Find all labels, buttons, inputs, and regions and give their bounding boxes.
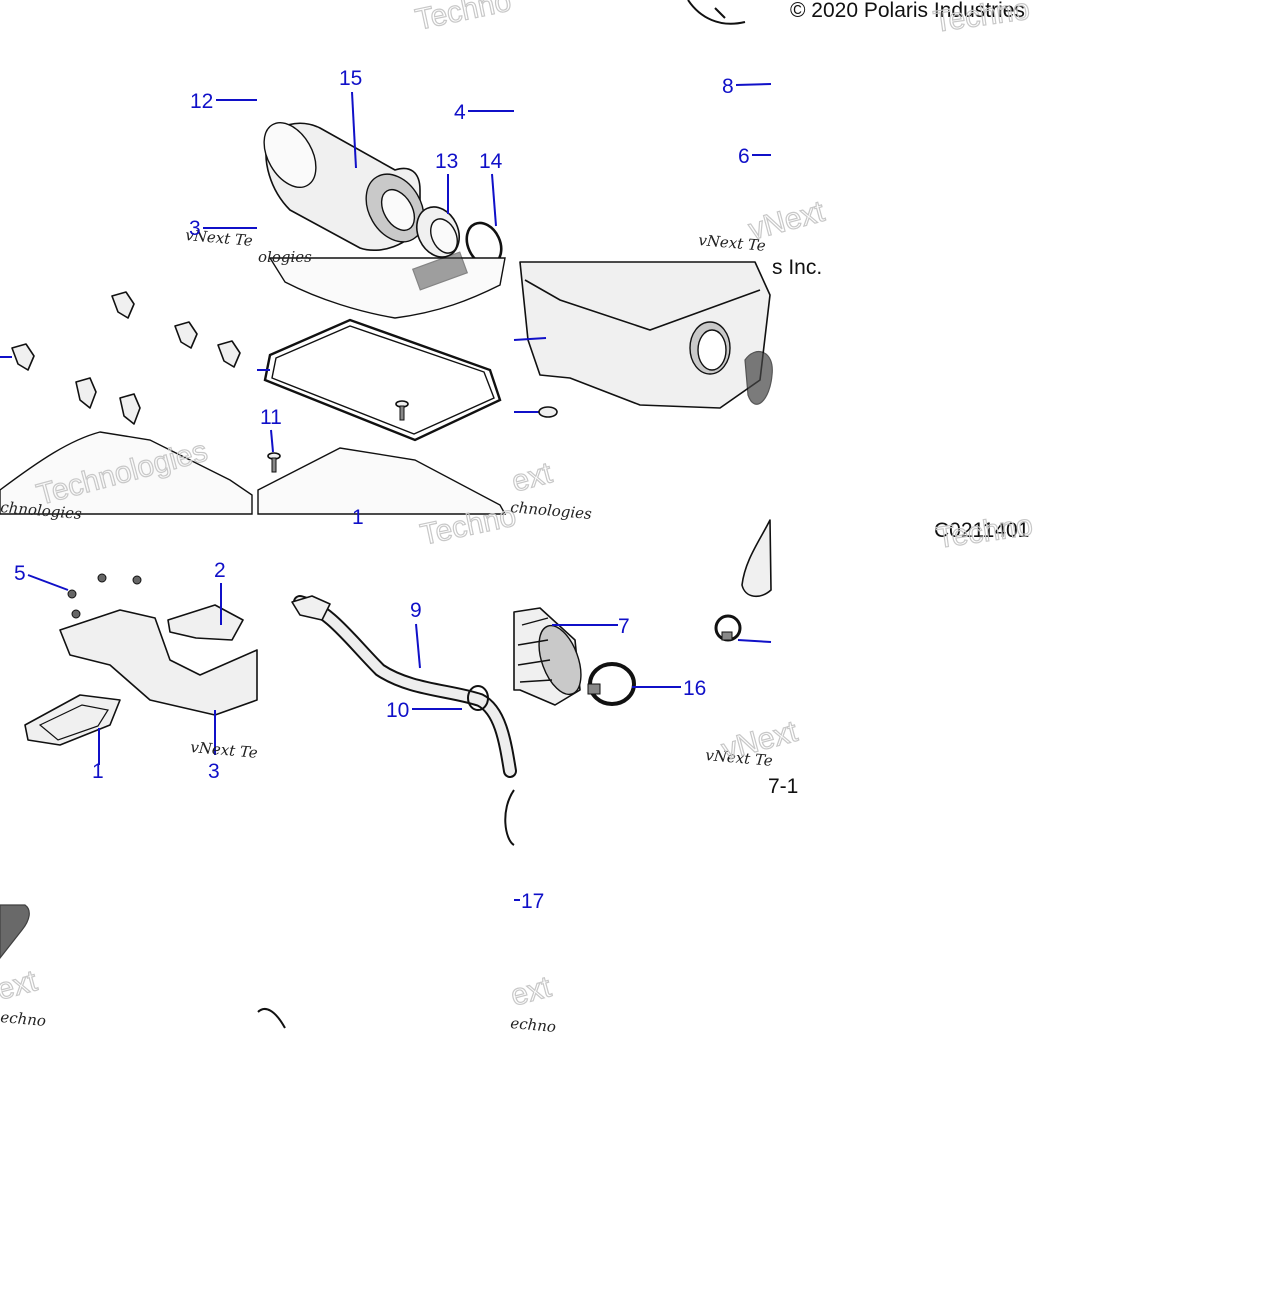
tile-filter: Techno vNext Te ologies <box>185 0 515 319</box>
callouts-top: 12 15 4 13 14 3 8 6 <box>189 67 772 240</box>
watermark-ghost-2: vNext <box>745 195 828 247</box>
callout-3-lower: 3 <box>208 760 220 783</box>
seal-ring-part-13 <box>416 206 460 258</box>
tile-gasket: 11 1 Techno <box>257 318 520 552</box>
copyright-text: © 2020 Polaris Industries Inc. <box>790 0 1065 22</box>
callout-12: 12 <box>190 90 213 113</box>
watermark-serif-2: vNext Te <box>698 231 767 255</box>
watermark-ghost-10: ext <box>507 970 555 1012</box>
airbox-housing <box>519 261 771 409</box>
tile-clips: chnologies Technologies <box>0 291 253 523</box>
tile-airbox: chnologies ext <box>508 261 773 523</box>
callout-2: 2 <box>214 559 226 582</box>
watermark-serif-tail: ologies <box>258 248 312 266</box>
callout-6: 6 <box>738 145 750 168</box>
watermark-ghost-6: ext <box>508 456 556 498</box>
tile-top-right: vNext Te vNext <box>687 0 829 255</box>
page-fragment: 7-1 <box>768 775 798 798</box>
drawing-code: C0211401 <box>934 519 1029 542</box>
breather-hose-part-9 <box>295 597 515 776</box>
tile-boot: 7 16 vNext Te vNext <box>513 519 802 770</box>
watermark-ghost: Techno <box>413 0 514 37</box>
callout-11: 11 <box>260 406 282 429</box>
watermark-serif-8: echno <box>510 1014 557 1036</box>
callout-4: 4 <box>454 101 466 124</box>
callout-7: 7 <box>618 615 630 638</box>
floor-panel-fragment <box>0 431 253 515</box>
tile-copyright: © 2020 Polaris Industries Inc. Techno <box>790 0 1285 60</box>
copyright-tail: s Inc. <box>772 256 822 279</box>
hose-clip-icon <box>11 291 241 425</box>
callout-14: 14 <box>479 150 503 173</box>
tile-bottom-left: echno ext <box>0 904 47 1030</box>
airbox-cover-fragment <box>268 257 506 319</box>
tile-hose-end <box>257 789 515 1029</box>
screw-icon <box>267 400 409 473</box>
small-clamp-icon <box>714 614 742 642</box>
screw-icon-2 <box>67 573 142 619</box>
callout-13: 13 <box>435 150 458 173</box>
watermark-serif-6: vNext Te <box>705 746 774 770</box>
callout-1-top: 1 <box>352 506 364 529</box>
callout-3: 3 <box>189 217 201 240</box>
duct-flange-part-1 <box>24 694 121 746</box>
callout-5: 5 <box>14 562 26 585</box>
intake-duct <box>59 609 258 716</box>
gasket-part <box>263 318 502 442</box>
callout-1: 1 <box>92 760 104 783</box>
watermark-serif-4: chnologies <box>510 498 593 523</box>
callout-17: 17 <box>521 890 544 913</box>
tile-callout-17: 17 echno ext <box>507 890 557 1036</box>
callout-8: 8 <box>722 75 734 98</box>
watermark-ghost-9: ext <box>0 964 41 1006</box>
callout-9: 9 <box>410 599 422 622</box>
callout-10: 10 <box>386 699 409 722</box>
intake-boot-part-7 <box>513 607 582 706</box>
watermark-serif-5: vNext Te <box>190 738 259 762</box>
callout-15: 15 <box>339 67 362 90</box>
foam-pad-part-2 <box>167 604 244 641</box>
hose-fragment <box>741 519 772 598</box>
hose-clamp-part-16 <box>587 662 636 706</box>
callout-16: 16 <box>683 677 706 700</box>
air-filter-part-15 <box>263 122 425 252</box>
watermark-ghost-8: Techno <box>934 509 1034 555</box>
tile-hose: 9 10 <box>291 595 517 778</box>
tile-code: C0211401 Techno 7-1 <box>768 508 1035 798</box>
watermark-serif-7: echno <box>0 1008 47 1030</box>
watermark-ghost-3: Techno <box>931 0 1031 39</box>
tile-intake-duct: 5 2 1 3 vNext Te <box>14 559 259 783</box>
watermark-serif: vNext Te <box>185 226 254 250</box>
airbox-base-fragment <box>257 447 507 515</box>
